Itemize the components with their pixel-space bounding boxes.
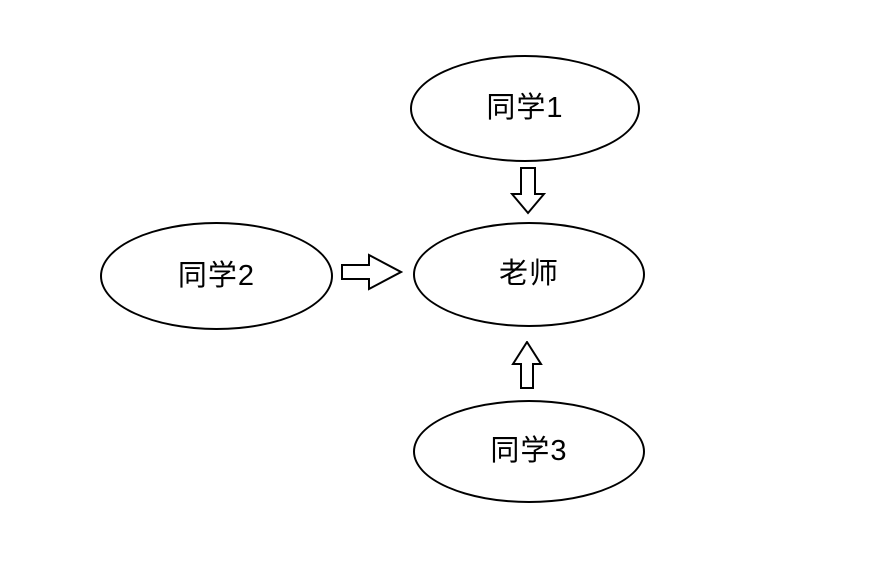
- node-teacher-label: 老师: [498, 258, 559, 290]
- node-student2-label: 同学2: [177, 259, 256, 292]
- node-student3-label: 同学3: [490, 435, 568, 467]
- node-student2: 同学2: [100, 222, 333, 330]
- arrow-student2-to-teacher-right-icon: [341, 253, 403, 291]
- node-student3: 同学3: [413, 400, 645, 503]
- node-student1: 同学1: [410, 55, 640, 162]
- node-student1-label: 同学1: [486, 92, 564, 124]
- node-teacher: 老师: [413, 222, 645, 327]
- arrow-student1-to-teacher-down-icon: [510, 167, 546, 215]
- arrow-student3-to-teacher-up-icon: [511, 341, 543, 389]
